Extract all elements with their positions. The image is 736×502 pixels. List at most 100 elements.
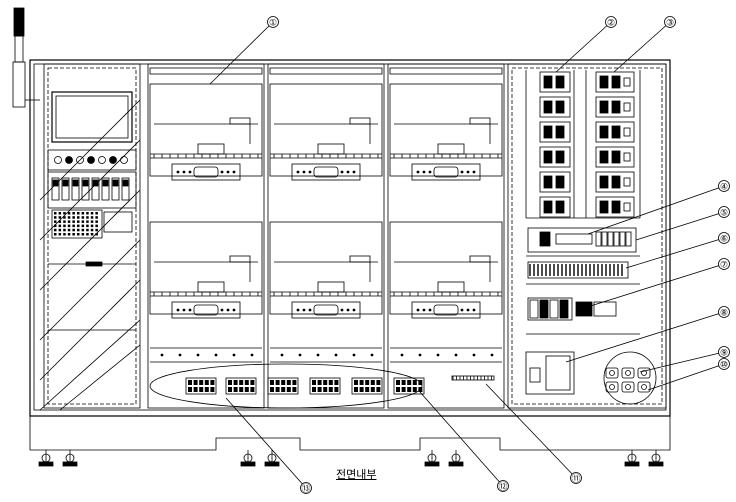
callout-balloon — [570, 472, 582, 484]
connector-group-ellipse — [149, 363, 423, 409]
rail-dot — [226, 308, 230, 312]
circuit-breaker — [539, 146, 571, 168]
vent-hole — [54, 212, 57, 215]
callout-balloon — [718, 258, 730, 270]
hmi-screen-glass — [55, 95, 129, 139]
io-connector-pin — [317, 380, 322, 385]
circuit-breaker — [539, 96, 571, 118]
cabinet-outline — [29, 59, 671, 417]
door-glass-hatch — [39, 99, 141, 201]
vent-hole — [90, 220, 94, 223]
foot-wheel — [243, 453, 253, 463]
io-connector-pin — [275, 380, 280, 385]
callout-number-7: ⑦ — [720, 261, 728, 271]
callout-number-13: ⑬ — [301, 484, 310, 495]
module-terminal-rail — [171, 163, 241, 181]
module-terminal-rail — [291, 163, 361, 181]
door-glass-hatch — [39, 189, 141, 291]
vent-hole — [67, 224, 71, 228]
io-connector-pin — [328, 387, 333, 392]
callout-leader-line — [613, 21, 671, 73]
vent-hole — [72, 216, 75, 219]
rivet — [280, 353, 284, 357]
drive-module-lower — [389, 221, 503, 315]
selector-switch — [81, 177, 90, 201]
vent-hole — [67, 216, 71, 219]
vent-hole — [63, 216, 66, 219]
breaker-terminal — [543, 100, 553, 114]
vent-hole — [77, 216, 80, 219]
rail-dot — [428, 308, 432, 312]
ground-screw — [609, 370, 615, 376]
rivet — [298, 353, 302, 357]
module-connector — [433, 166, 459, 178]
vent-hole — [63, 228, 66, 232]
vent-hole — [95, 228, 98, 232]
module-connector — [313, 166, 339, 178]
io-connector-pin — [204, 380, 209, 385]
rivet — [214, 353, 218, 357]
leveling-foot — [448, 461, 464, 467]
rivet — [400, 353, 404, 357]
vent-hole — [54, 224, 57, 228]
io-connector-pin — [317, 387, 322, 392]
vent-hole — [58, 212, 62, 215]
callout-balloon — [718, 180, 730, 192]
ground-screw — [625, 370, 631, 376]
foot-wheel — [627, 453, 637, 463]
contactor — [595, 171, 635, 193]
callout-leader-line — [647, 363, 725, 391]
ground-terminal-circle — [603, 351, 657, 405]
io-connector-block — [393, 377, 425, 395]
io-connector-pin — [412, 380, 417, 385]
selector-switch-knob — [62, 179, 69, 187]
rail-dot — [182, 308, 186, 312]
module-terminal-block — [317, 281, 345, 293]
ground-terminal — [637, 381, 651, 393]
rail-dot — [460, 170, 464, 174]
drive-column-2 — [267, 63, 385, 409]
selector-switch — [91, 177, 100, 201]
callout-leader-line — [587, 185, 725, 235]
vent-hole — [90, 233, 94, 236]
rail-dot — [220, 170, 224, 174]
contactor-aux — [623, 102, 631, 112]
vent-hole — [58, 228, 62, 232]
callout-balloon — [300, 482, 312, 494]
vent-hole — [63, 233, 66, 236]
selector-switch-knob — [112, 179, 119, 187]
io-connector-pin — [365, 387, 370, 392]
foot-wheel — [267, 453, 277, 463]
module-latch — [229, 117, 251, 125]
selector-switch-knob — [52, 179, 59, 187]
cabinet-base-plinth — [29, 416, 671, 451]
vent-hole — [81, 228, 85, 232]
module-connector — [433, 304, 459, 316]
vent-hole — [90, 228, 94, 232]
vent-hole — [72, 228, 75, 232]
rail-dot — [226, 170, 230, 174]
contactor-terminal — [611, 75, 621, 89]
vent-hole — [90, 216, 94, 219]
rivet — [370, 353, 374, 357]
contactor — [595, 96, 635, 118]
vent-hole — [86, 233, 89, 236]
vent-hole — [67, 212, 71, 215]
relay-module — [601, 231, 608, 247]
door-glass-hatch — [39, 139, 141, 241]
callout-balloon — [718, 358, 730, 370]
power-supply-label — [555, 233, 593, 245]
contactor-terminal — [599, 100, 609, 114]
callout-leader-line — [209, 21, 274, 85]
rail-dot — [308, 308, 312, 312]
io-connector-pin — [334, 387, 339, 392]
breaker-terminal — [543, 75, 553, 89]
breaker-terminal — [543, 150, 553, 164]
rivet — [472, 353, 476, 357]
ground-screw — [609, 384, 615, 390]
callout-leader-line — [555, 21, 612, 73]
callout-number-8: ⑧ — [720, 309, 728, 319]
contactor-terminal — [611, 100, 621, 114]
vent-hole — [77, 212, 80, 215]
io-connector-pin — [376, 387, 381, 392]
